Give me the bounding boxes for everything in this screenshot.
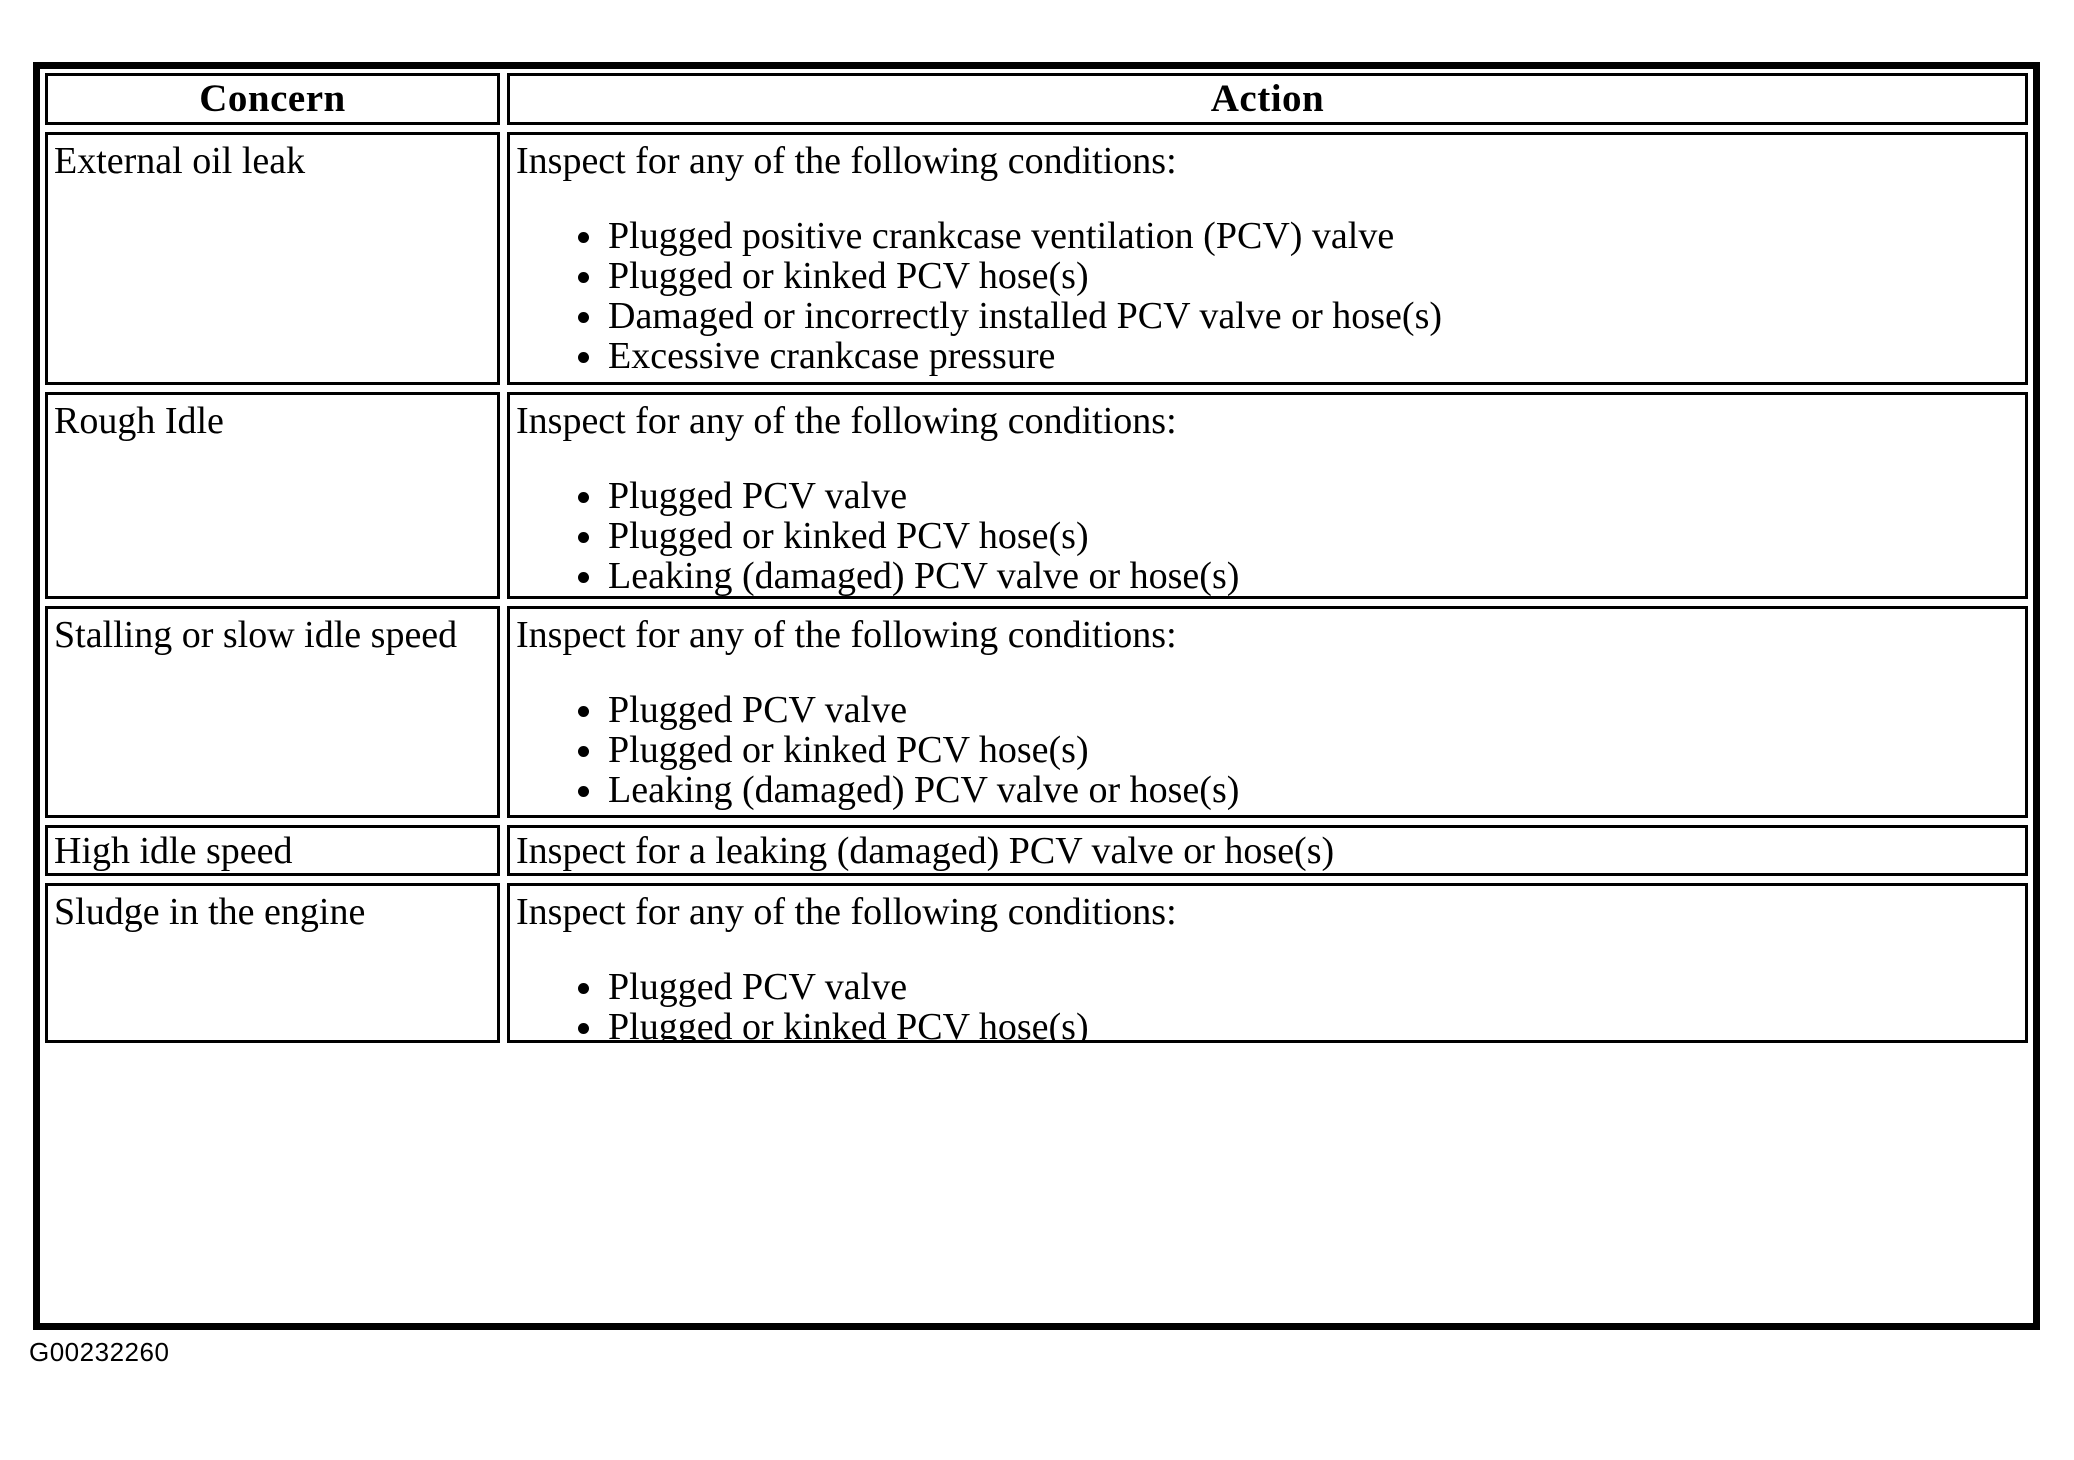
list-item: Leaking (damaged) PCV valve or hose(s) xyxy=(516,770,2019,810)
list-item-label: Leaking (damaged) PCV valve or hose(s) xyxy=(608,555,1240,597)
list-item: Plugged or kinked PCV hose(s) xyxy=(516,516,2019,556)
bullet-dot-icon xyxy=(578,786,589,797)
concern-cell: Stalling or slow idle speed xyxy=(45,606,500,818)
action-lead-text: Inspect for any of the following conditi… xyxy=(516,400,1177,442)
action-lead-text: Inspect for a leaking (damaged) PCV valv… xyxy=(516,829,1335,872)
list-item: Plugged or kinked PCV hose(s) xyxy=(516,730,2019,770)
column-header-concern: Concern xyxy=(199,77,346,120)
bullet-dot-icon xyxy=(578,232,589,243)
table-body: Concern Action External oil leak Inspect… xyxy=(40,69,2033,1323)
concern-label: High idle speed xyxy=(54,829,293,872)
list-item: Excessive crankcase pressure xyxy=(516,336,2019,376)
list-item-label: Plugged or kinked PCV hose(s) xyxy=(608,729,1089,771)
list-item-label: Excessive crankcase pressure xyxy=(608,335,1056,377)
header-cell-action: Action xyxy=(507,73,2028,125)
column-header-action: Action xyxy=(1210,77,1325,120)
concern-cell: Rough Idle xyxy=(45,392,500,599)
list-item: Plugged or kinked PCV hose(s) xyxy=(516,256,2019,296)
action-lead-text: Inspect for any of the following conditi… xyxy=(516,891,1177,933)
bullet-dot-icon xyxy=(578,492,589,503)
list-item-label: Damaged or incorrectly installed PCV val… xyxy=(608,295,1443,337)
action-lead-text: Inspect for any of the following conditi… xyxy=(516,614,1177,656)
table-row: Stalling or slow idle speed Inspect for … xyxy=(45,606,2028,818)
action-cell: Inspect for any of the following conditi… xyxy=(507,132,2028,385)
bullet-dot-icon xyxy=(578,532,589,543)
bullet-dot-icon xyxy=(578,352,589,363)
concern-label: External oil leak xyxy=(54,140,306,182)
action-cell: Inspect for any of the following conditi… xyxy=(507,606,2028,818)
bullet-dot-icon xyxy=(578,1023,589,1034)
diagnostic-table: Concern Action External oil leak Inspect… xyxy=(33,62,2040,1330)
action-bullet-list: Plugged PCV valve Plugged or kinked PCV … xyxy=(516,476,2019,596)
action-bullet-list: Plugged PCV valve Plugged or kinked PCV … xyxy=(516,690,2019,810)
list-item: Leaking (damaged) PCV valve or hose(s) xyxy=(516,556,2019,596)
list-item-label: Plugged or kinked PCV hose(s) xyxy=(608,255,1089,297)
table-row: Sludge in the engine Inspect for any of … xyxy=(45,883,2028,1043)
list-item: Plugged PCV valve xyxy=(516,690,2019,730)
list-item-label: Plugged or kinked PCV hose(s) xyxy=(608,515,1089,557)
table-row: High idle speed Inspect for a leaking (d… xyxy=(45,825,2028,876)
list-item: Plugged PCV valve xyxy=(516,476,2019,516)
bullet-dot-icon xyxy=(578,706,589,717)
list-item-label: Plugged PCV valve xyxy=(608,966,908,1008)
concern-label: Rough Idle xyxy=(54,400,224,442)
table-header-row: Concern Action xyxy=(45,73,2028,125)
action-cell: Inspect for a leaking (damaged) PCV valv… xyxy=(507,825,2028,876)
action-lead-text: Inspect for any of the following conditi… xyxy=(516,140,1177,182)
bullet-dot-icon xyxy=(578,572,589,583)
bullet-dot-icon xyxy=(578,746,589,757)
concern-cell: High idle speed xyxy=(45,825,500,876)
list-item: Damaged or incorrectly installed PCV val… xyxy=(516,296,2019,336)
list-item-label: Leaking (damaged) PCV valve or hose(s) xyxy=(608,769,1240,811)
list-item-label: Plugged PCV valve xyxy=(608,689,908,731)
concern-label: Sludge in the engine xyxy=(54,891,366,933)
action-cell: Inspect for any of the following conditi… xyxy=(507,883,2028,1043)
action-cell: Inspect for any of the following conditi… xyxy=(507,392,2028,599)
action-bullet-list: Plugged positive crankcase ventilation (… xyxy=(516,216,2019,376)
figure-code: G00232260 xyxy=(29,1337,170,1367)
list-item: Plugged PCV valve xyxy=(516,967,2019,1007)
list-item-label: Plugged positive crankcase ventilation (… xyxy=(608,215,1395,257)
table-row: External oil leak Inspect for any of the… xyxy=(45,132,2028,385)
concern-cell: External oil leak xyxy=(45,132,500,385)
action-bullet-list: Plugged PCV valve Plugged or kinked PCV … xyxy=(516,967,2019,1043)
concern-label: Stalling or slow idle speed xyxy=(54,614,458,656)
bullet-dot-icon xyxy=(578,312,589,323)
list-item: Plugged or kinked PCV hose(s) xyxy=(516,1006,2019,1043)
concern-cell: Sludge in the engine xyxy=(45,883,500,1043)
table-row: Rough Idle Inspect for any of the follow… xyxy=(45,392,2028,599)
list-item: Plugged positive crankcase ventilation (… xyxy=(516,216,2019,256)
bullet-dot-icon xyxy=(578,272,589,283)
header-cell-concern: Concern xyxy=(45,73,500,125)
list-item-label: Plugged or kinked PCV hose(s) xyxy=(608,1006,1089,1043)
bullet-dot-icon xyxy=(578,983,589,994)
list-item-label: Plugged PCV valve xyxy=(608,475,908,517)
